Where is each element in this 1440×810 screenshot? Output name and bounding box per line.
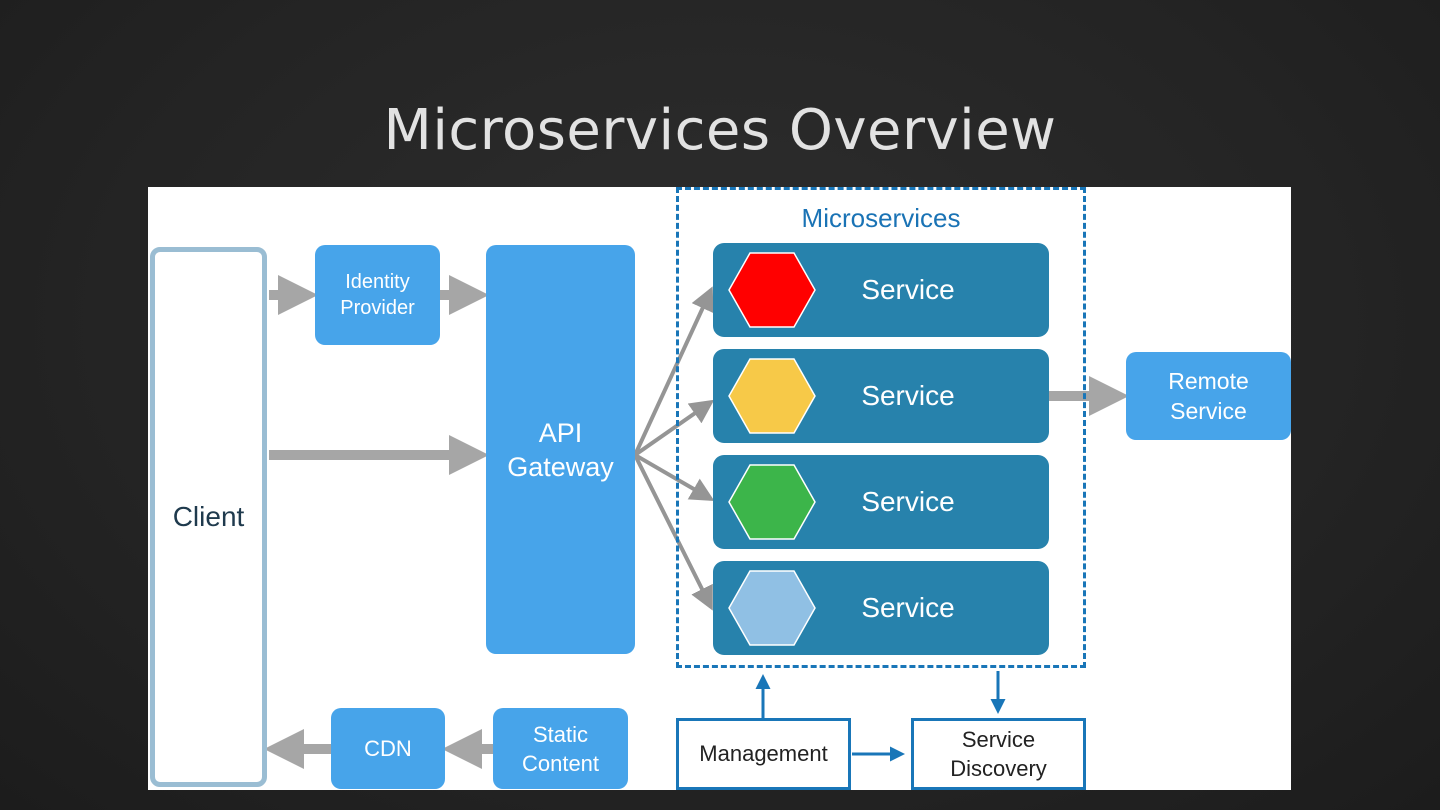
service-label: Service [861,380,955,411]
architecture-diagram: Client Identity Provider API Gateway CDN… [148,187,1291,790]
hexagon-icon [728,464,816,540]
client-box: Client [150,247,267,787]
microservices-boundary [676,187,1086,668]
service-box: Service [713,243,1049,337]
api-gateway-label: API Gateway [507,417,614,482]
management-box: Management [676,718,851,790]
cdn-label: CDN [364,735,412,761]
service-box: Service [713,455,1049,549]
static-content-label: Static Content [521,721,600,776]
service-label: Service [861,592,955,623]
service-label: Service [861,274,955,305]
remote-service-box: Remote Service [1126,352,1291,440]
client-label: Client [172,501,245,532]
cdn-box: CDN [331,708,445,789]
identity-provider-label: Identity Provider [340,271,415,319]
identity-provider-box: Identity Provider [315,245,440,345]
api-gateway-box: API Gateway [486,245,635,654]
remote-service-label: Remote Service [1168,368,1249,424]
service-label: Service [861,486,955,517]
service-discovery-label: Service Discovery [950,727,1047,781]
hexagon-icon [728,358,816,434]
service-box: Service [713,561,1049,655]
service-discovery-box: Service Discovery [911,718,1086,790]
service-box: Service [713,349,1049,443]
microservices-label: Microservices [801,203,961,233]
hexagon-icon [728,252,816,328]
static-content-box: Static Content [493,708,628,789]
slide-title: Microservices Overview [383,98,1057,163]
management-label: Management [699,741,828,766]
hexagon-icon [728,570,816,646]
